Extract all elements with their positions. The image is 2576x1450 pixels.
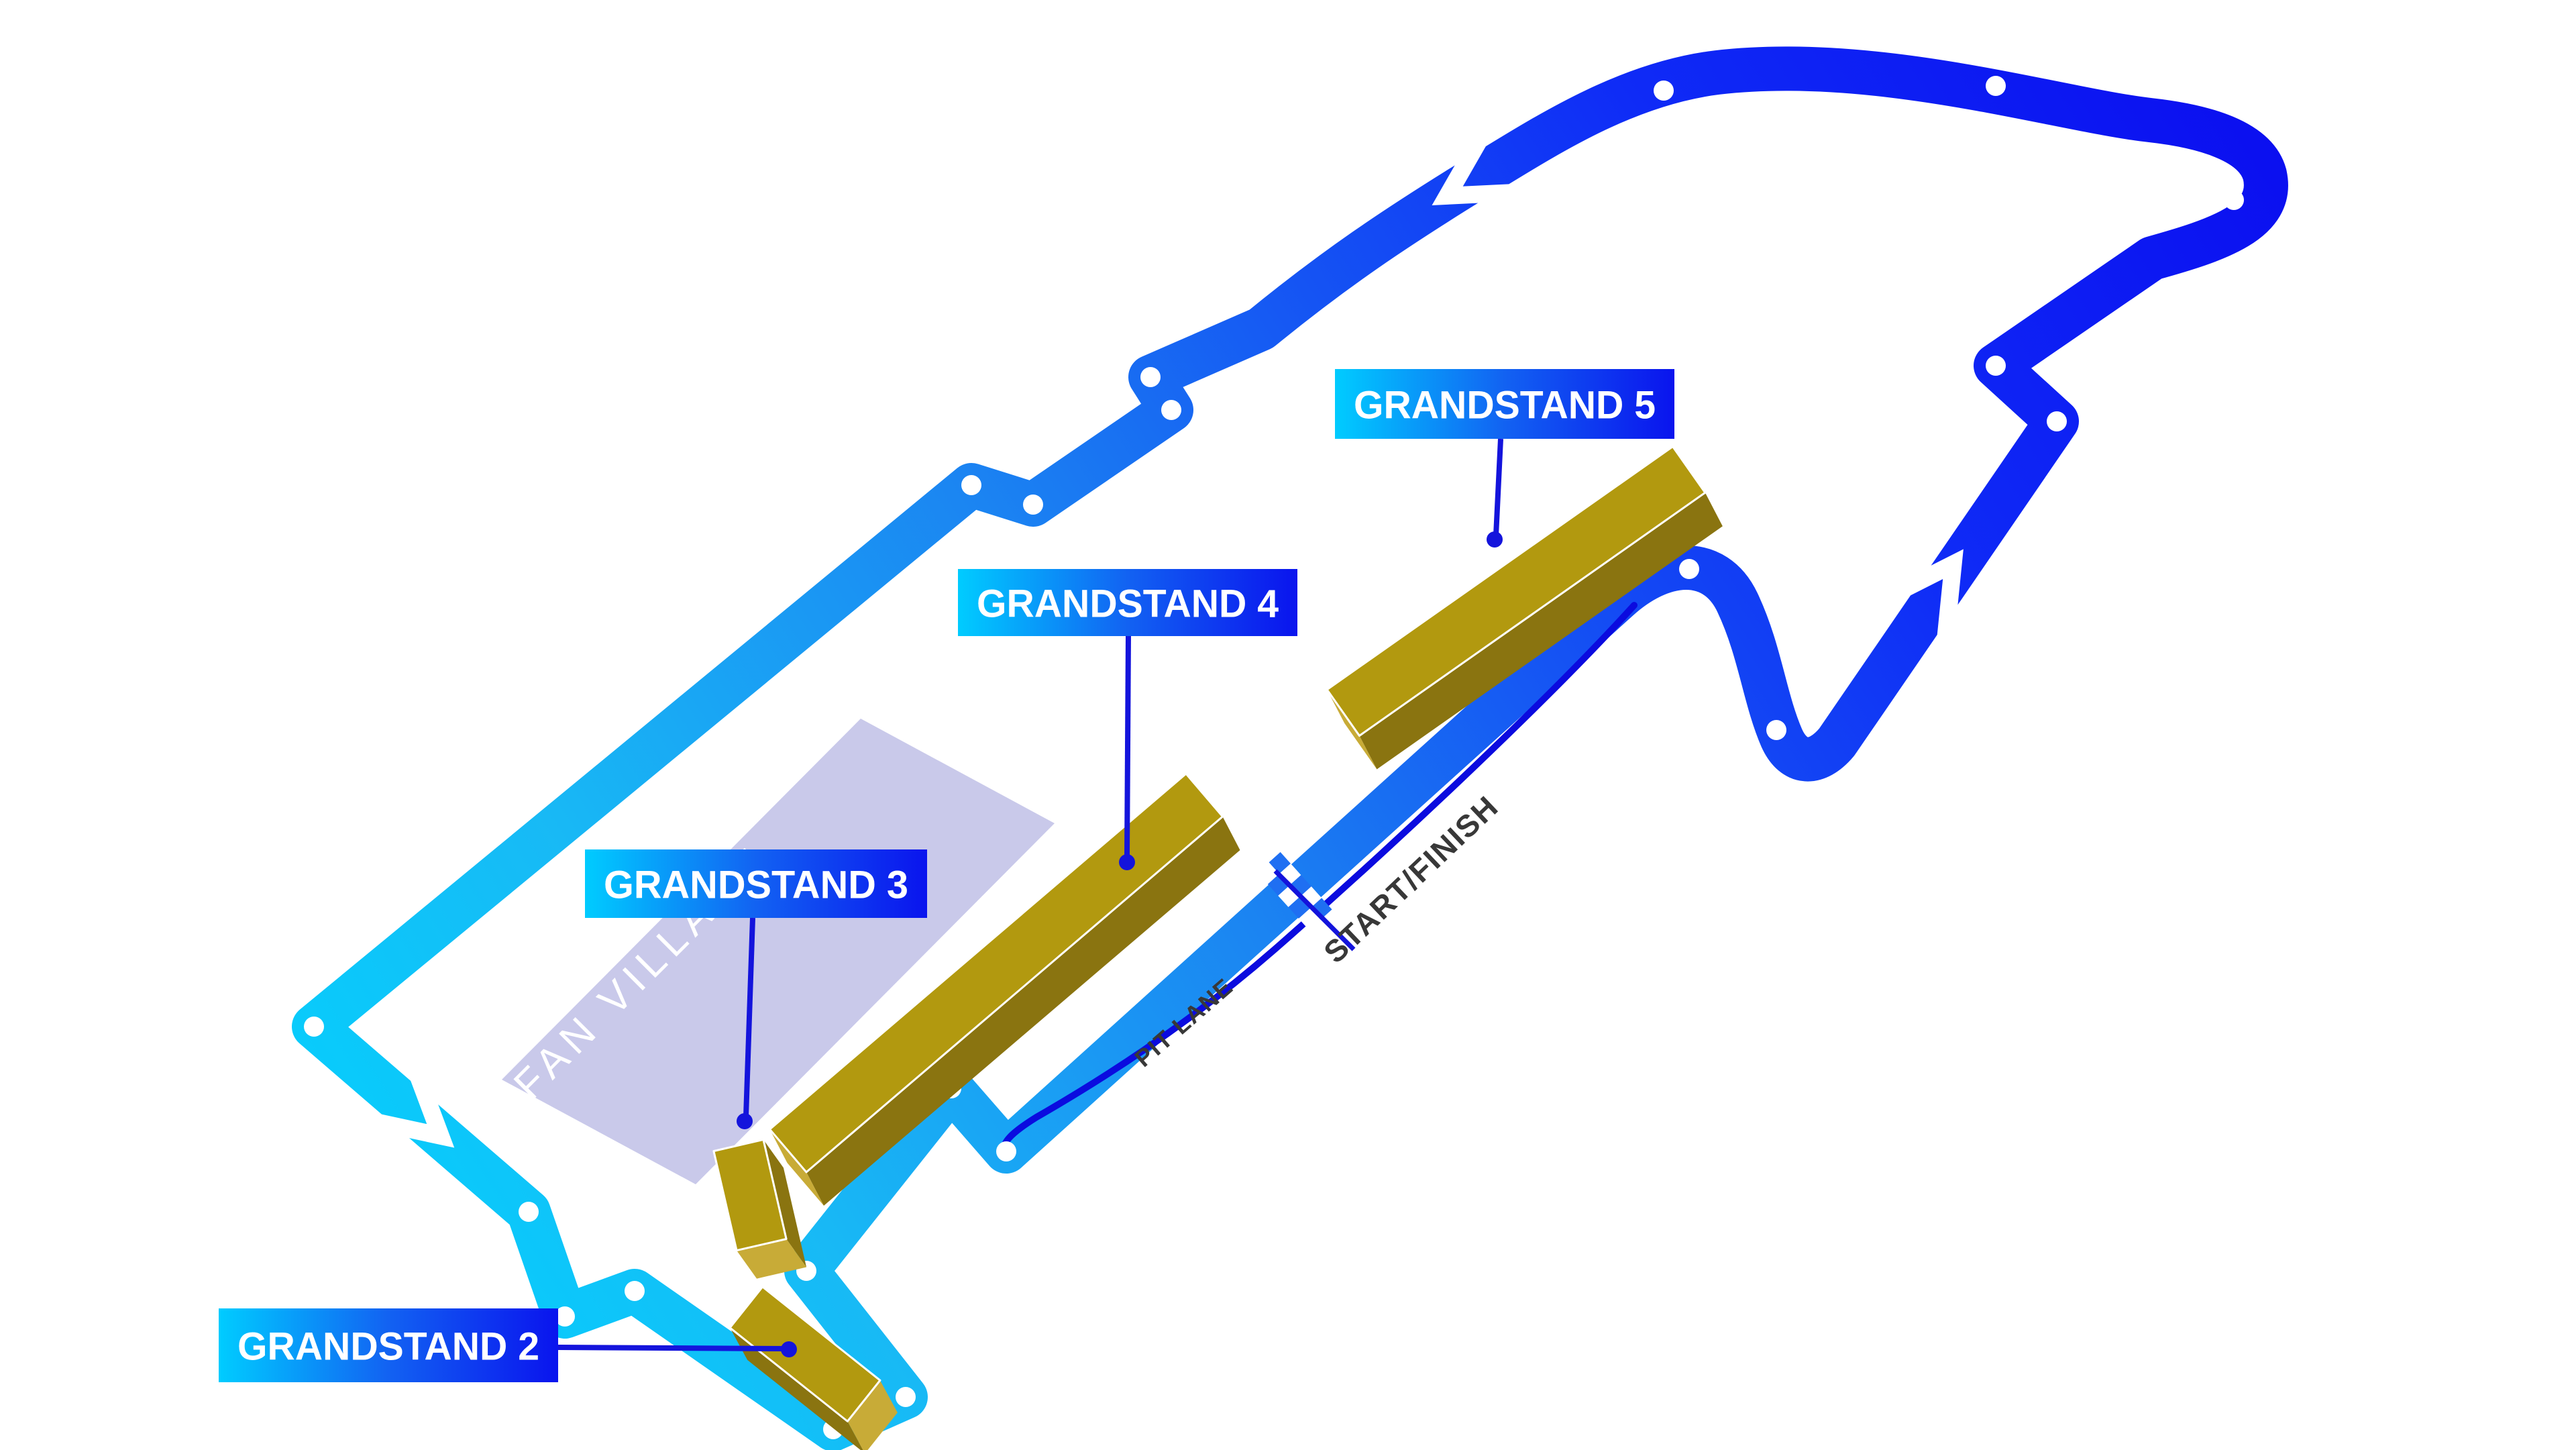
grandstand-3-leader-dot xyxy=(737,1113,753,1129)
corner-dot xyxy=(1766,720,1786,740)
grandstand-4-leader-dot xyxy=(1119,854,1135,870)
grandstand-blocks xyxy=(712,446,1723,1450)
grandstand-2-label-text: GRANDSTAND 2 xyxy=(237,1325,539,1369)
grandstand-5-top-face xyxy=(1326,446,1707,737)
corner-dot xyxy=(961,475,981,495)
grandstand-5-label-box xyxy=(1335,369,1674,439)
corner-dots xyxy=(304,76,2244,1439)
grandstand-3-top-face xyxy=(712,1138,788,1252)
checker-cell xyxy=(1269,851,1291,874)
direction-arrow xyxy=(1432,128,1521,206)
grandstand-4-label: GRANDSTAND 4 xyxy=(958,569,1297,636)
direction-arrows xyxy=(368,128,1964,1148)
checker-cell xyxy=(1257,862,1279,884)
corner-dot xyxy=(304,1017,324,1037)
corner-dot xyxy=(996,1141,1016,1161)
leader-lines xyxy=(557,438,1503,1357)
grandstand-3-label: GRANDSTAND 3 xyxy=(585,849,927,918)
grandstand-4-label-text: GRANDSTAND 4 xyxy=(977,582,1279,626)
grandstand-3-label-box xyxy=(585,849,927,918)
grandstand-4-top-face xyxy=(768,772,1224,1174)
pit-lane-line xyxy=(1001,602,1638,1153)
start-line-tick xyxy=(1273,869,1356,951)
grandstand-4-leader-line xyxy=(1124,635,1131,858)
corner-dot xyxy=(1986,356,2006,376)
grandstand-5-leader-line xyxy=(1493,438,1503,536)
direction-arrow xyxy=(368,1064,455,1148)
track-outline xyxy=(292,46,2288,1450)
corner-dot xyxy=(1140,367,1161,387)
grandstand-2-block xyxy=(729,1286,898,1450)
grandstand-5-label: GRANDSTAND 5 xyxy=(1335,369,1674,439)
grandstand-5-end-face xyxy=(1327,689,1377,770)
corner-dot xyxy=(625,1281,645,1301)
grandstand-5-side-face xyxy=(1359,493,1723,770)
grandstand-2-side-face xyxy=(730,1327,863,1450)
grandstand-labels: GRANDSTAND 5 GRANDSTAND 4 GRANDSTAND 3 GRAN… xyxy=(219,369,1674,1382)
corner-dot xyxy=(2047,411,2067,431)
grandstand-5-block xyxy=(1326,446,1723,770)
grandstand-2-leader-line xyxy=(557,1345,786,1351)
grandstand-2-leader-dot xyxy=(781,1341,797,1357)
grandstand-5-label-text: GRANDSTAND 5 xyxy=(1354,384,1656,427)
pit-lane-layer xyxy=(1001,602,1638,1153)
grandstand-2-end-face xyxy=(847,1380,898,1450)
corner-dot xyxy=(1161,400,1181,420)
grandstand-4-block xyxy=(768,772,1240,1206)
grandstand-2-top-face xyxy=(729,1286,881,1422)
corner-dot xyxy=(1654,81,1674,101)
grandstand-2-label: GRANDSTAND 2 xyxy=(219,1308,558,1382)
direction-arrow xyxy=(1884,549,1964,637)
fan-village-area xyxy=(502,719,1055,1184)
track-layer xyxy=(292,46,2288,1450)
grandstand-5-leader-dot xyxy=(1487,531,1503,548)
grandstand-4-end-face xyxy=(769,1129,824,1206)
grandstand-3-block xyxy=(712,1138,807,1279)
grandstand-4-side-face xyxy=(806,816,1240,1206)
corner-dot xyxy=(2224,190,2244,210)
corner-dot xyxy=(1679,559,1699,579)
grandstand-3-leader-line xyxy=(743,917,755,1117)
grandstand-2-label-box xyxy=(219,1308,558,1382)
grandstand-4-label-box xyxy=(958,569,1297,636)
grandstand-3-side-face xyxy=(763,1139,807,1267)
corner-dot xyxy=(555,1306,575,1327)
corner-dot xyxy=(896,1387,916,1407)
corner-dot xyxy=(1023,495,1043,515)
corner-dot xyxy=(1986,76,2006,96)
grandstand-3-end-face xyxy=(737,1239,807,1279)
corner-dot xyxy=(519,1202,539,1222)
start-finish-checker xyxy=(1257,851,1356,951)
grandstand-3-label-text: GRANDSTAND 3 xyxy=(604,864,908,907)
